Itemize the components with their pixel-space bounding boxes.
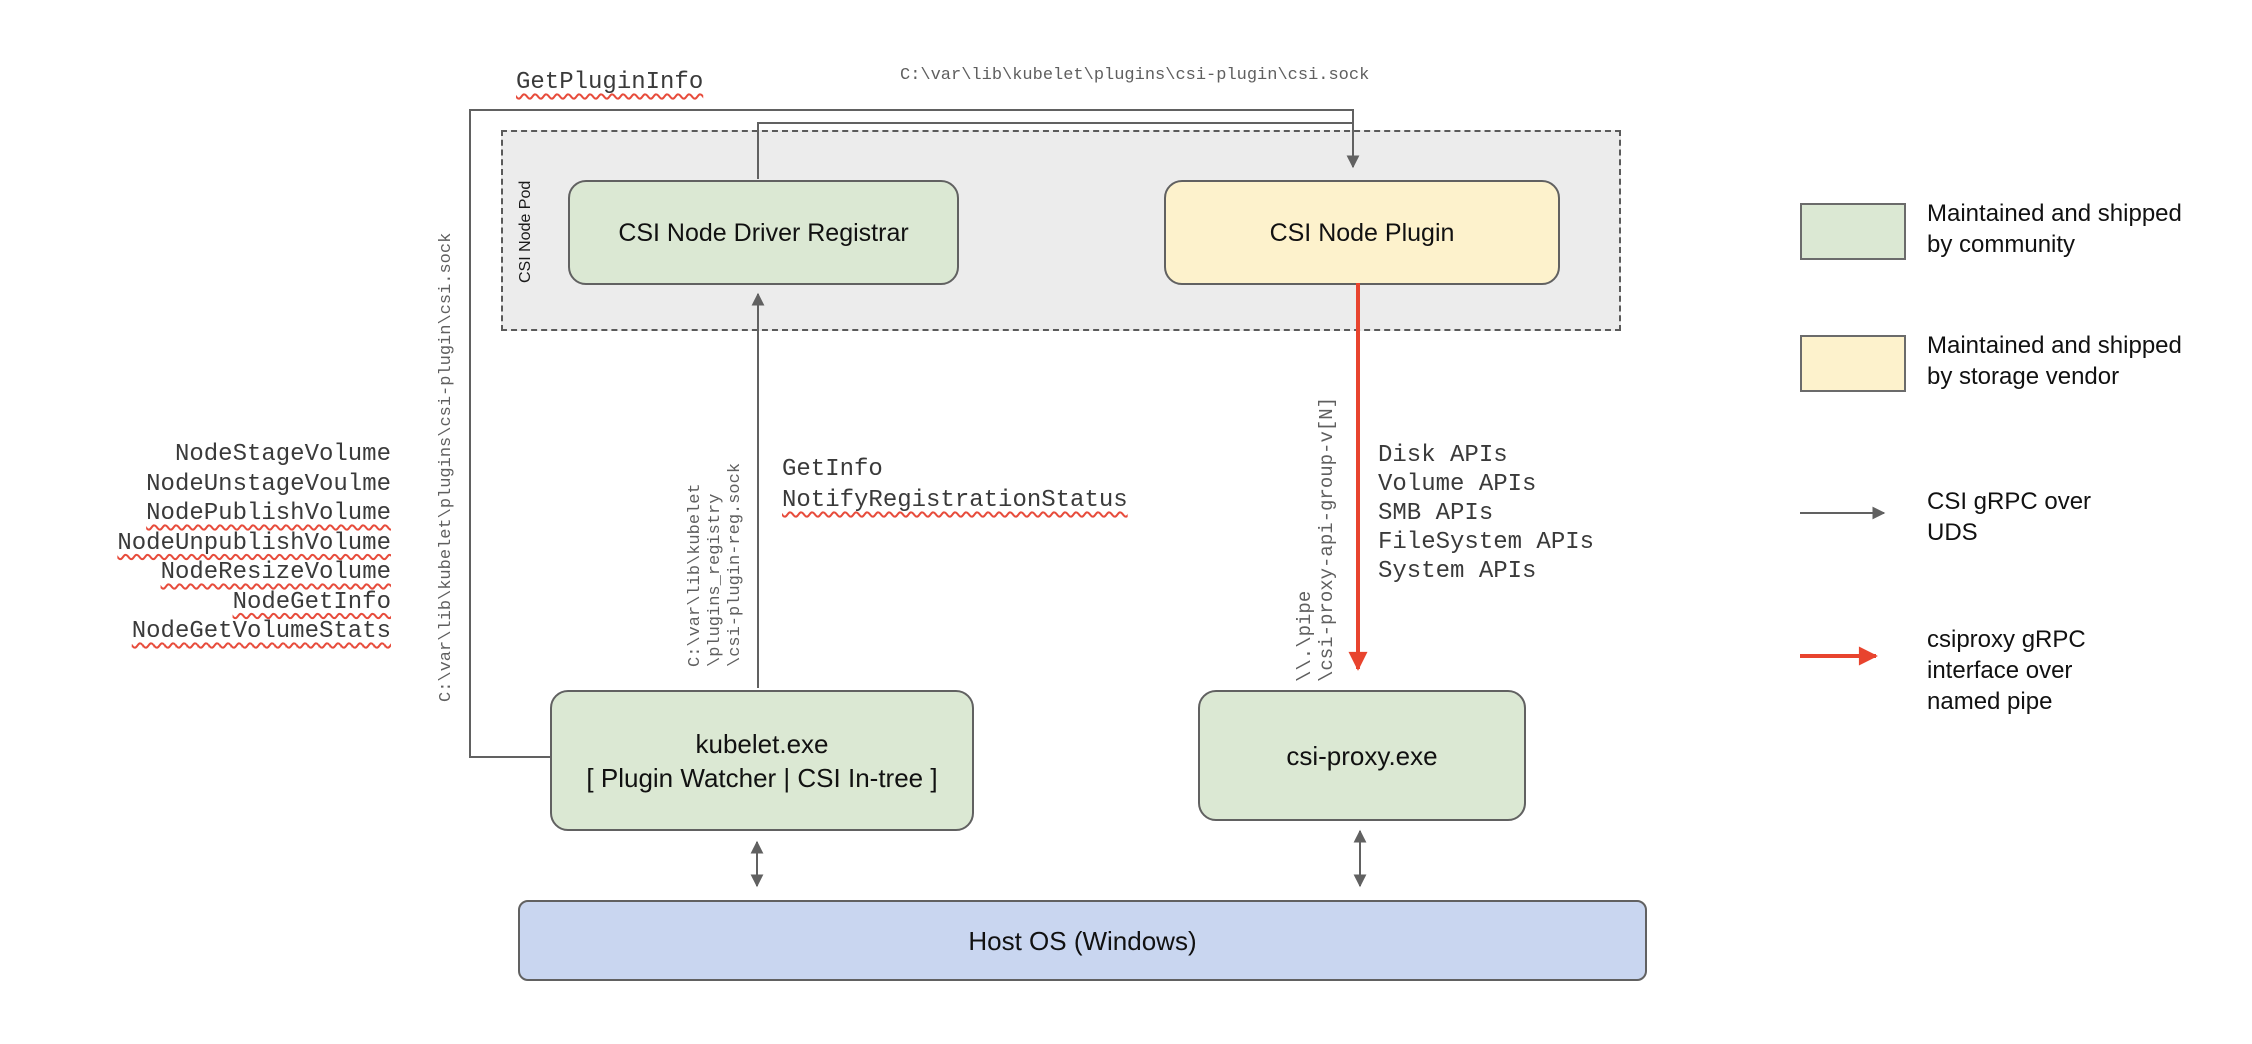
registration-socket-path-label: C:\var\lib\kubelet \plugins_registry \cs… — [686, 462, 745, 667]
node-call-item: NodeGetInfo — [232, 588, 391, 616]
csi-proxy-box: csi-proxy.exe — [1198, 690, 1526, 821]
host-os-box: Host OS (Windows) — [518, 900, 1647, 981]
node-call-item: NodeStageVolume — [174, 441, 391, 468]
get-plugin-info-label: GetPluginInfo — [516, 69, 704, 96]
legend-community-label: Maintained and shipped by community — [1927, 200, 2182, 258]
node-call-item: NodeGetVolumeStats — [131, 618, 391, 645]
left-socket-path-label: C:\var\lib\kubelet\plugins\csi-plugin\cs… — [437, 232, 456, 702]
legend-vendor-swatch — [1800, 335, 1906, 392]
kubelet-box: kubelet.exe [ Plugin Watcher | CSI In-tr… — [550, 690, 974, 831]
named-pipe-path-label: \\.\pipe \csi-proxy-api-group-v[N] — [1294, 396, 1338, 682]
legend-community-swatch — [1800, 203, 1906, 260]
api-call-item: Disk APIs — [1378, 442, 1508, 469]
legend-vendor-label: Maintained and shipped by storage vendor — [1927, 332, 2182, 390]
csi-node-pod-label: CSI Node Pod — [517, 180, 534, 283]
api-call-item: System APIs — [1378, 558, 1537, 585]
top-socket-path-label: C:\var\lib\kubelet\plugins\csi-plugin\cs… — [900, 66, 1370, 85]
node-call-item: NodeResizeVolume — [160, 559, 391, 586]
get-info-label: GetInfo — [782, 456, 883, 483]
csi-node-driver-registrar-box: CSI Node Driver Registrar — [568, 180, 959, 285]
api-call-item: SMB APIs — [1378, 500, 1494, 527]
legend-grpc-uds-label: CSI gRPC over UDS — [1927, 488, 2092, 546]
legend-csiproxy-grpc-label: csiproxy gRPC interface over named pipe — [1927, 626, 2086, 715]
csi-node-plugin-box: CSI Node Plugin — [1164, 180, 1560, 285]
api-call-item: FileSystem APIs — [1378, 529, 1595, 556]
node-call-item: NodeUnstageVoulme — [146, 470, 391, 498]
node-call-item: NodePublishVolume — [146, 500, 391, 527]
notify-registration-status-label: NotifyRegistrationStatus — [782, 487, 1128, 514]
api-call-item: Volume APIs — [1378, 471, 1537, 498]
node-call-item: NodeUnpublishVolume — [117, 529, 391, 557]
